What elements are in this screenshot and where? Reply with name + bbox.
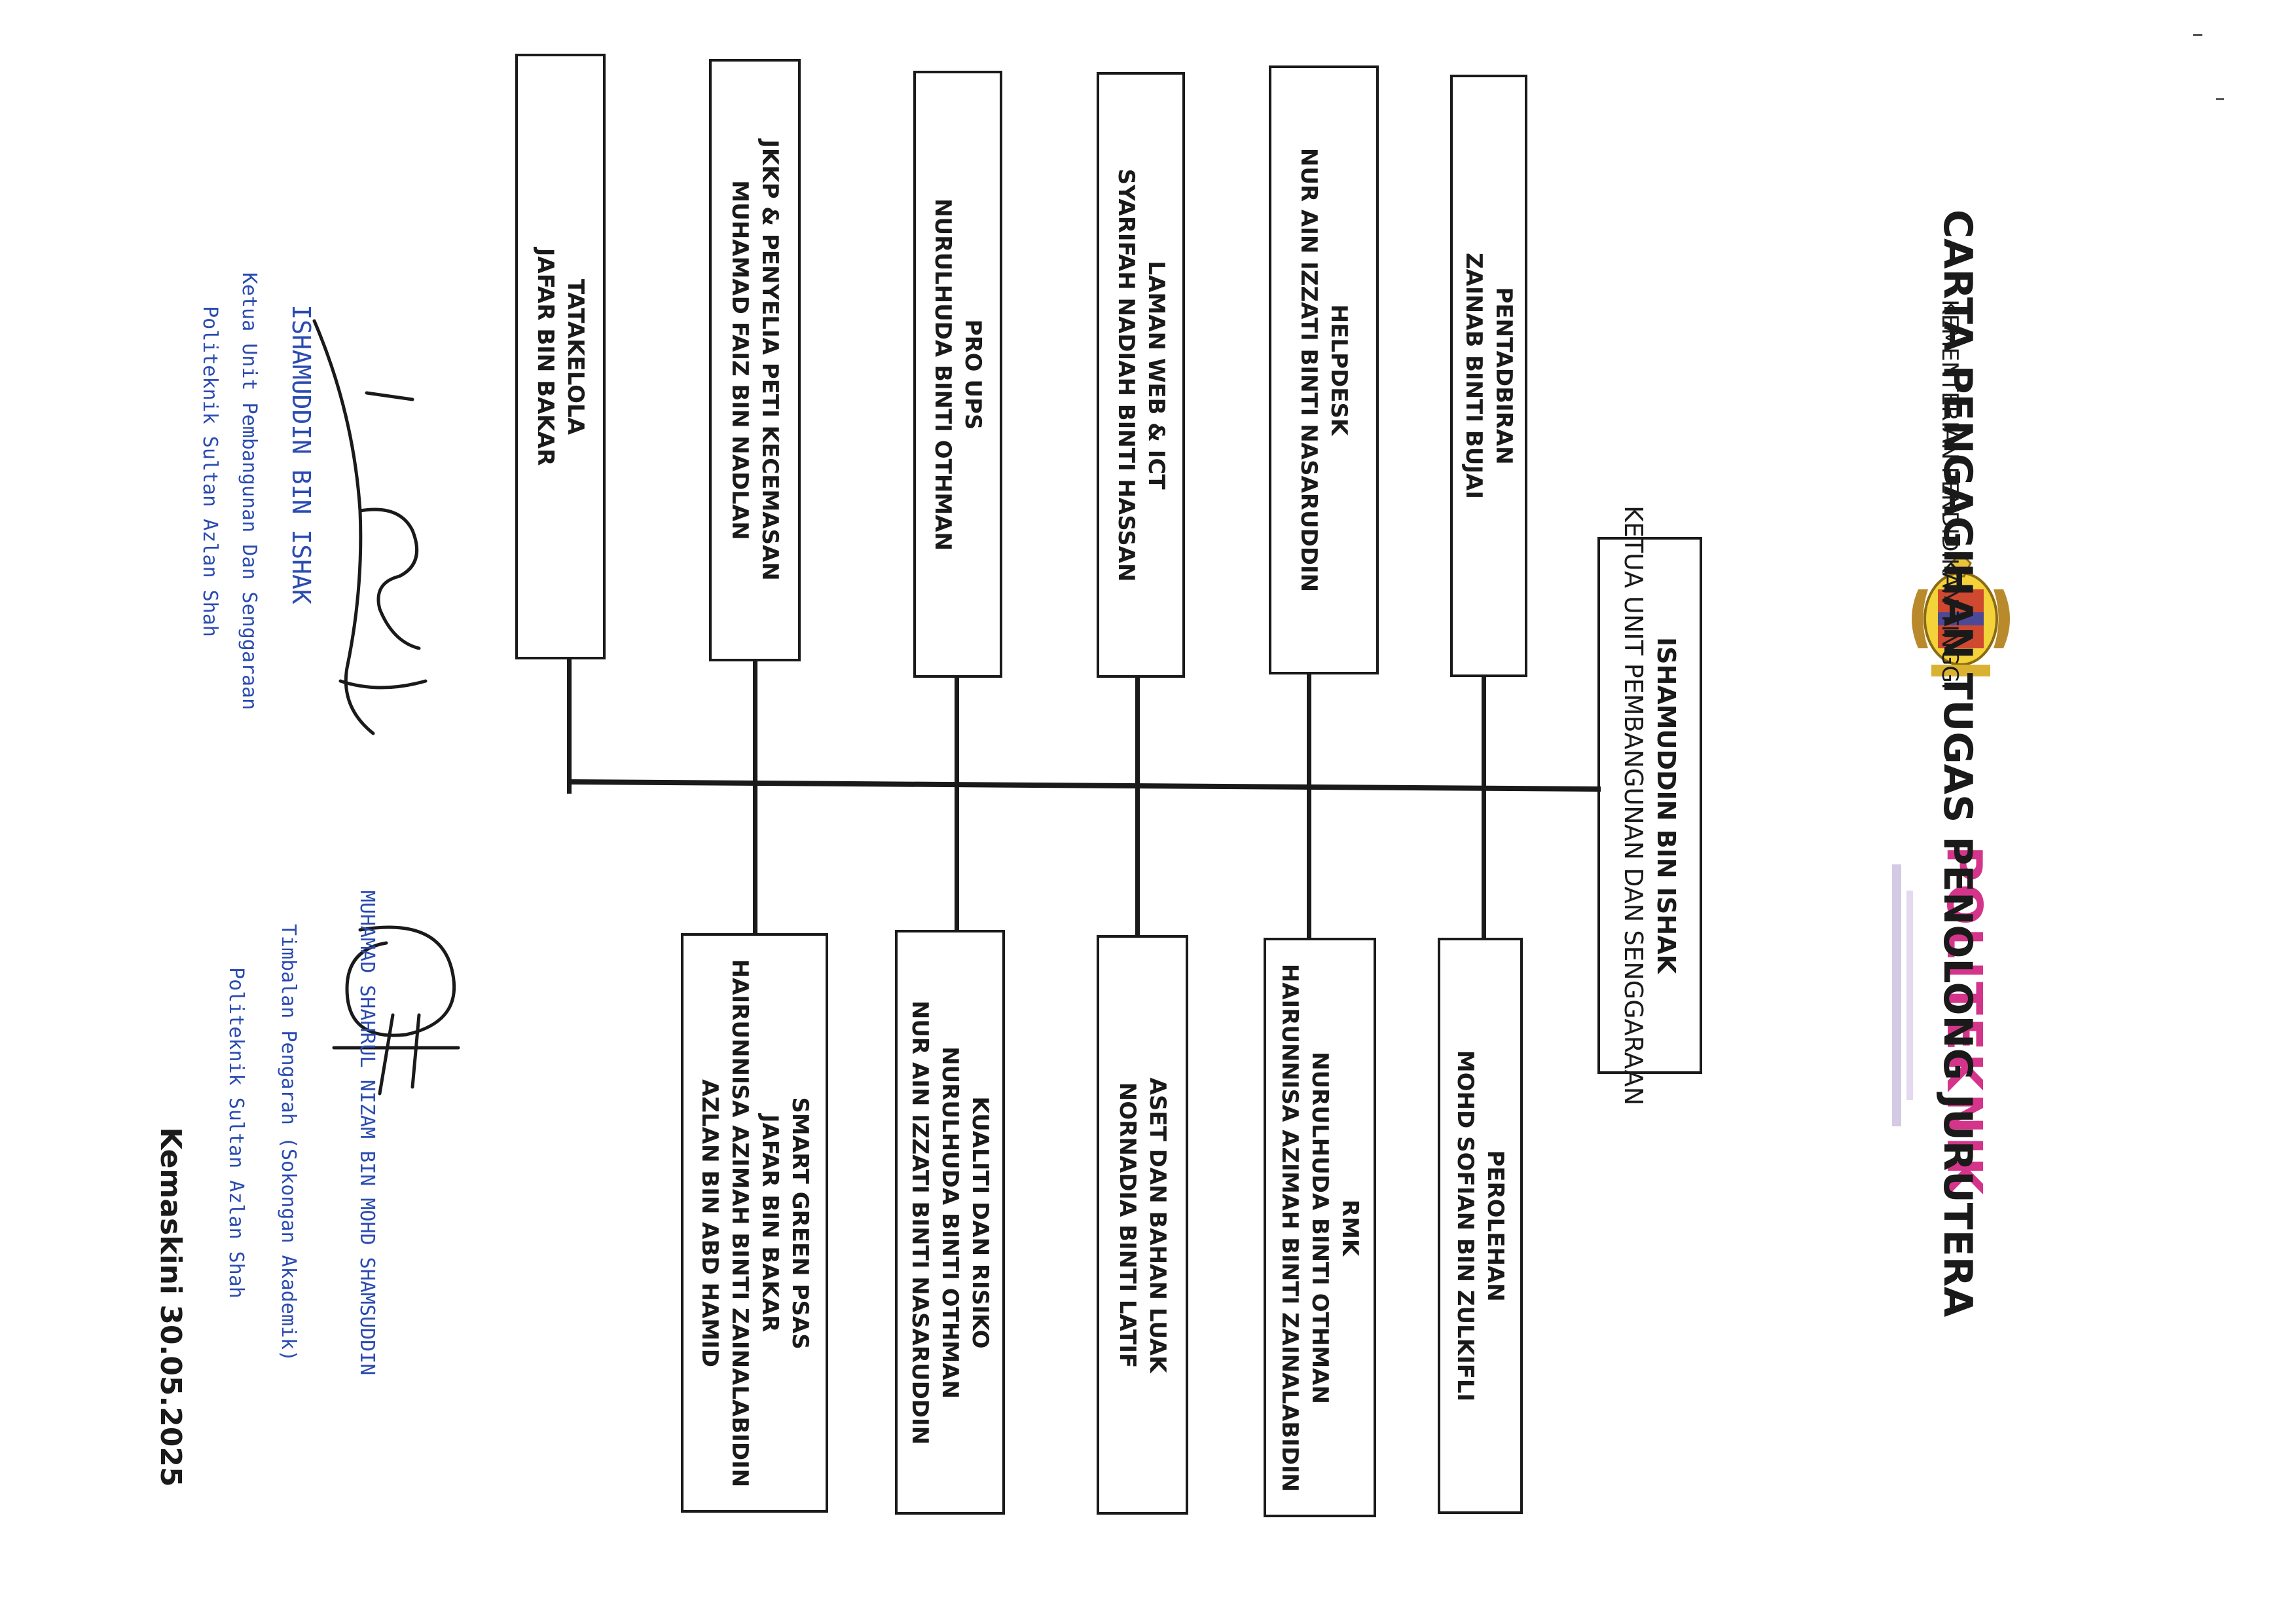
unit-title: PRO UPS — [960, 319, 986, 430]
connector-top-5 — [753, 658, 757, 940]
unit-member: SYARIFAH NADIAH BINTI HASSAN — [1112, 168, 1139, 581]
head-name: ISHAMUDDIN BIN ISHAK — [1652, 637, 1681, 974]
unit-member: NORNADIA BINTI LATIF — [1114, 1082, 1140, 1368]
unit-box-smart-green-psas: SMART GREEN PSAS JAFAR BIN BAKAR HAIRUNN… — [681, 933, 828, 1513]
unit-title: PEROLEHAN — [1482, 1150, 1508, 1302]
unit-title: TATAKELOLA — [562, 278, 589, 435]
scan-mark — [2216, 98, 2224, 100]
connector-top-6 — [567, 654, 572, 794]
unit-box-helpdesk: HELPDESK NUR AIN IZZATI BINTI NASARUDDIN — [1269, 65, 1379, 674]
head-box-content: ISHAMUDDIN BIN ISHAK KETUA UNIT PEMBANGU… — [1617, 506, 1683, 1105]
unit-box-pentadbiran: PENTADBIRAN ZAINAB BINTI BUJAI — [1450, 75, 1527, 677]
unit-box-tatakelola: TATAKELOLA JAFAR BIN BAKAR — [515, 54, 606, 659]
unit-title: KUALITI DAN RISIKO — [967, 1096, 993, 1349]
unit-member: HAIRUNNISA AZIMAH BINTI ZAINALABIDIN — [1277, 963, 1303, 1492]
updated-date: Kemaskini 30.05.2025 — [154, 1127, 187, 1487]
unit-member: NUR AIN IZZATI BINTI NASARUDDIN — [907, 1000, 933, 1445]
unit-title: PENTADBIRAN — [1491, 287, 1517, 465]
unit-title: HELPDESK — [1326, 304, 1352, 436]
politeknik-logo-mark — [1886, 864, 1925, 1126]
unit-member: NUR AIN IZZATI BINTI NASARUDDIN — [1296, 147, 1322, 593]
unit-title: LAMAN WEB & ICT — [1142, 260, 1169, 490]
head-box: ISHAMUDDIN BIN ISHAK KETUA UNIT PEMBANGU… — [1597, 506, 1702, 1105]
chart-title: CARTA PENGAGIHAN TUGAS PENOLONG JURUTERA — [1935, 210, 1980, 1318]
malaysia-crest-icon — [1899, 550, 2023, 688]
connector-top-3 — [1135, 674, 1140, 940]
signature-1-name: ISHAMUDDIN BIN ISHAK — [287, 304, 316, 604]
unit-member: NURULHUDA BINTI OTHMAN — [1307, 1051, 1333, 1404]
unit-member: NURULHUDA BINTI OTHMAN — [930, 198, 956, 551]
signature-1-title-line2: Politeknik Sultan Azlan Shah — [198, 306, 221, 637]
unit-box-aset-bahan-luak: ASET DAN BAHAN LUAK NORNADIA BINTI LATIF — [1097, 935, 1188, 1515]
unit-box-perolehan: PEROLEHAN MOHD SOFIAN BIN ZULKIFLI — [1438, 938, 1523, 1514]
unit-title: ASET DAN BAHAN LUAK — [1144, 1077, 1171, 1373]
signature-1-title-line1: Ketua Unit Pembangunan Dan Senggaraan — [238, 272, 261, 710]
unit-box-jkkp: JKKP & PENYELIA PETI KECEMASAN MUHAMAD F… — [709, 59, 801, 661]
connector-horizontal — [570, 779, 1601, 792]
signature-1-scribble — [301, 314, 445, 760]
connector-top-4 — [955, 673, 959, 940]
unit-member: ZAINAB BINTI BUJAI — [1461, 253, 1487, 499]
unit-member: HAIRUNNISA AZIMAH BINTI ZAINALABIDIN — [726, 959, 753, 1487]
unit-title: JKKP & PENYELIA PETI KECEMASAN — [757, 139, 783, 581]
unit-member: MUHAMAD FAIZ BIN NADLAN — [727, 180, 753, 540]
unit-member: JAFAR BIN BAKAR — [756, 1114, 783, 1332]
unit-member: NURULHUDA BINTI OTHMAN — [937, 1046, 963, 1399]
signature-2-title-line1: Timbalan Pengarah (Sokongan Akademik) — [277, 923, 300, 1362]
signature-2-title-line2: Politeknik Sultan Azlan Shah — [225, 967, 247, 1299]
unit-box-pro-ups: PRO UPS NURULHUDA BINTI OTHMAN — [913, 71, 1002, 678]
unit-member: MOHD SOFIAN BIN ZULKIFLI — [1452, 1050, 1478, 1402]
unit-box-kualiti-risiko: KUALITI DAN RISIKO NURULHUDA BINTI OTHMA… — [895, 930, 1005, 1515]
signature-2-scribble — [308, 917, 478, 1100]
connector-top-2 — [1307, 673, 1311, 940]
head-role: KETUA UNIT PEMBANGUNAN DAN SENGGARAAN — [1619, 505, 1648, 1106]
unit-member: AZLAN BIN ABD HAMID — [696, 1079, 723, 1367]
signature-2-name: MUHAMAD SHAHRUL NIZAM BIN MOHD SHAMSUDDI… — [355, 890, 378, 1376]
scan-mark — [2193, 34, 2202, 36]
unit-title: SMART GREEN PSAS — [786, 1096, 813, 1350]
connector-top-1 — [1482, 674, 1486, 940]
unit-member: JAFAR BIN BAKAR — [532, 248, 558, 466]
unit-title: RMK — [1337, 1199, 1363, 1256]
unit-box-rmk: RMK NURULHUDA BINTI OTHMAN HAIRUNNISA AZ… — [1264, 938, 1376, 1517]
unit-box-laman-web-ict: LAMAN WEB & ICT SYARIFAH NADIAH BINTI HA… — [1097, 72, 1185, 678]
